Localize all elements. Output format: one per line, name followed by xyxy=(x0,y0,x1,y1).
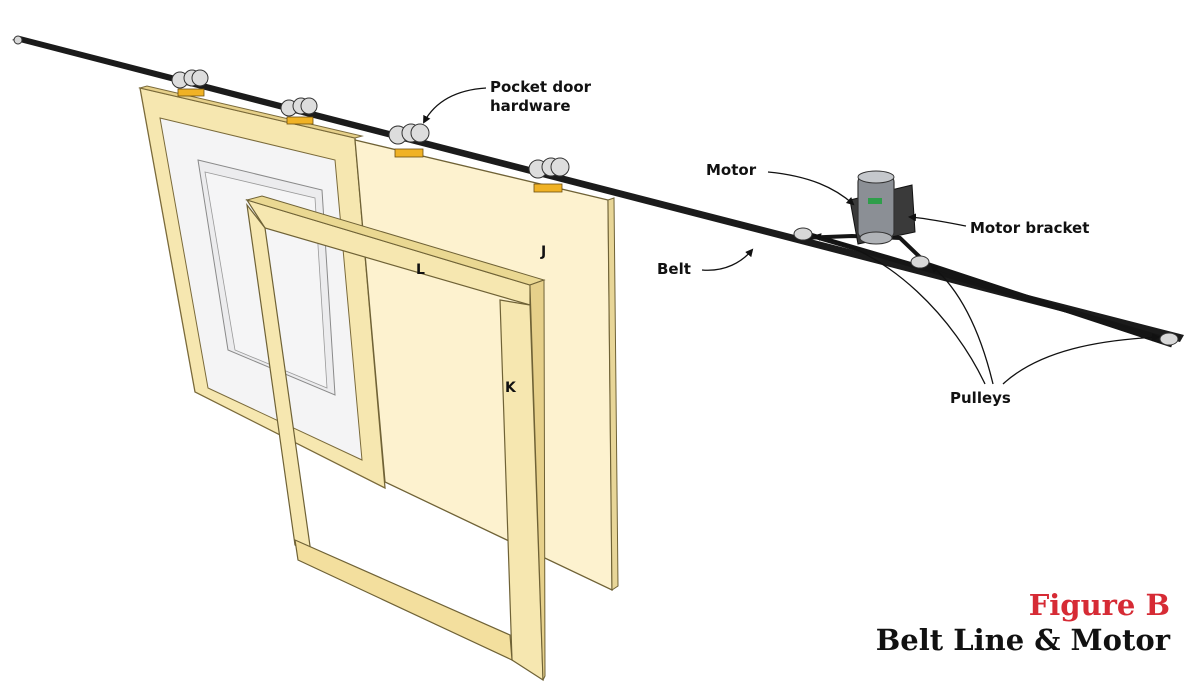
leader-lines xyxy=(423,87,1160,385)
roller-4 xyxy=(528,157,570,193)
label-pulleys: Pulleys xyxy=(950,389,1011,407)
pulley-middle xyxy=(910,255,930,269)
figure-subtitle: Belt Line & Motor xyxy=(875,623,1170,657)
pulley-left xyxy=(793,227,813,241)
part-label-j: J xyxy=(541,244,547,260)
part-label-k: K xyxy=(505,380,516,396)
motor-assembly xyxy=(849,170,916,245)
figure-title: Figure B xyxy=(1028,588,1170,622)
label-pocket-door-hardware-line1: Pocket door xyxy=(490,78,592,96)
label-pocket-door-hardware: Pocket door hardware xyxy=(490,78,591,116)
label-motor-bracket: Motor bracket xyxy=(970,219,1090,237)
label-belt: Belt xyxy=(657,260,691,278)
label-pocket-door-hardware-line2: hardware xyxy=(490,97,571,115)
roller-1 xyxy=(171,69,209,97)
part-label-l: L xyxy=(416,262,425,278)
label-motor: Motor xyxy=(706,161,757,179)
roller-2 xyxy=(280,97,318,125)
pulley-end xyxy=(1159,332,1179,346)
roller-3 xyxy=(388,123,430,158)
front-frame-kl xyxy=(245,195,546,682)
door-panel-j xyxy=(354,139,619,592)
